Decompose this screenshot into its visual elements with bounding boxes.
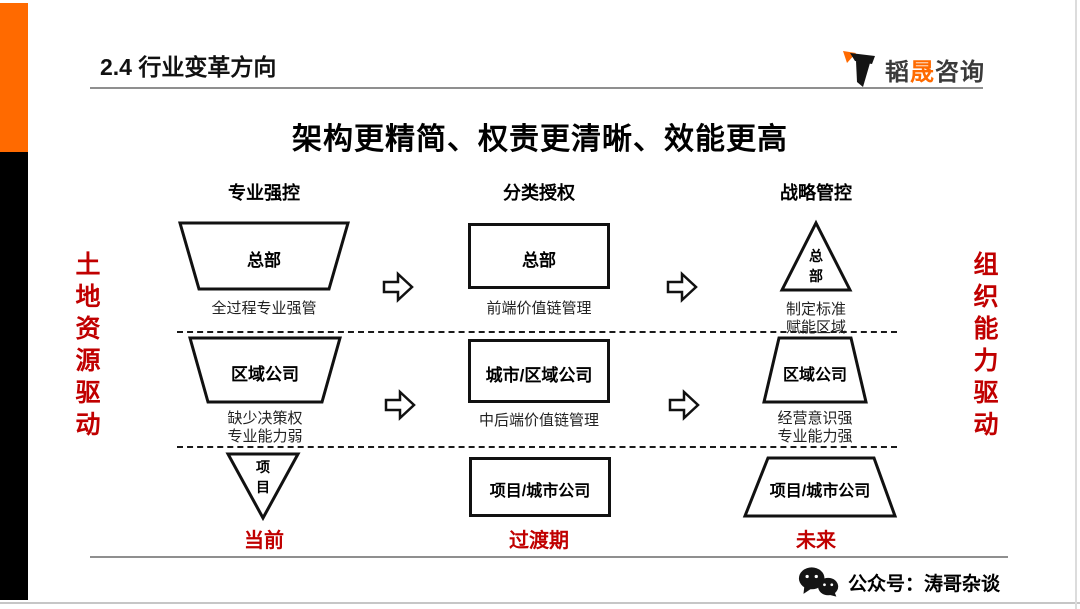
wechat-icon	[798, 566, 840, 598]
shape-col3-row3-trapezoid	[742, 455, 898, 519]
shape-caption: 全过程专业强管	[211, 300, 317, 317]
footer-wechat-label: 公众号：涛哥杂谈	[848, 573, 1001, 595]
shape-col1-row3-inverted-triangle	[225, 451, 301, 521]
right-axis-label: 组织能力驱动	[973, 251, 999, 439]
left-accent-bar-black	[0, 152, 28, 600]
shape-label: 项目/城市公司	[489, 483, 591, 500]
content-bottom-divider	[90, 556, 1008, 558]
shape-label: 项目/城市公司	[769, 483, 871, 500]
shape-caption: 制定标准	[785, 301, 846, 318]
shape-col2-row3-rectangle	[469, 457, 611, 517]
block-arrow-right-icon	[668, 389, 700, 421]
logo-t-icon	[842, 50, 876, 88]
row-divider-dashed-2	[177, 446, 897, 448]
column-header-2: 分类授权	[503, 183, 575, 203]
shape-caption: 前端价值链管理	[486, 300, 592, 317]
logo-char-1: 韬	[885, 58, 910, 86]
column-header-3: 战略管控	[780, 183, 852, 203]
shape-caption: 中后端价值链管理	[478, 412, 599, 429]
logo-char-2: 晟	[910, 58, 935, 86]
shape-label: 总部	[522, 251, 556, 270]
shape-label: 城市/区域公司	[485, 366, 593, 385]
left-accent-bar-orange	[0, 3, 28, 152]
shape-caption: 专业能力弱	[227, 428, 303, 445]
shape-caption: 经营意识强	[777, 410, 853, 427]
block-arrow-right-icon	[384, 389, 416, 421]
slide-right-border	[1075, 0, 1077, 609]
shape-col1-row1-inverted-trapezoid	[177, 220, 351, 292]
shape-label: 区域公司	[782, 367, 847, 384]
slide-bottom-border	[0, 602, 1080, 604]
block-arrow-right-icon	[382, 271, 414, 303]
shape-col2-row2-rectangle	[468, 339, 610, 403]
shape-col1-row2-inverted-trapezoid	[187, 335, 343, 405]
shape-label: 总部	[809, 248, 823, 284]
shape-col3-row2-trapezoid	[761, 335, 869, 405]
shape-label: 总部	[247, 251, 281, 270]
column-header-1: 专业强控	[228, 183, 300, 203]
left-axis-label: 土地资源驱动	[75, 251, 101, 439]
stage-label-future: 未来	[796, 530, 836, 552]
shape-col3-row1-triangle	[779, 219, 853, 293]
stage-label-transition: 过渡期	[509, 530, 569, 552]
header-divider	[90, 87, 983, 89]
page-title: 2.4 行业变革方向	[100, 54, 277, 80]
shape-label: 项目	[256, 459, 270, 495]
logo-char-3: 咨询	[935, 58, 985, 86]
shape-caption: 专业能力强	[777, 428, 853, 445]
shape-caption: 缺少决策权	[227, 410, 303, 427]
stage-label-current: 当前	[244, 530, 284, 552]
shape-col2-row1-rectangle	[468, 223, 610, 289]
row-divider-dashed-1	[177, 331, 897, 333]
shape-caption: 赋能区域	[785, 319, 846, 336]
block-arrow-right-icon	[666, 271, 698, 303]
shape-label: 区域公司	[231, 365, 299, 384]
footer-wechat: 公众号：涛哥杂谈	[798, 566, 1000, 598]
brand-logo: 韬晟咨询	[842, 50, 985, 88]
slide-main-title: 架构更精简、权责更清晰、效能更高	[292, 123, 788, 156]
logo-text: 韬晟咨询	[885, 52, 985, 87]
